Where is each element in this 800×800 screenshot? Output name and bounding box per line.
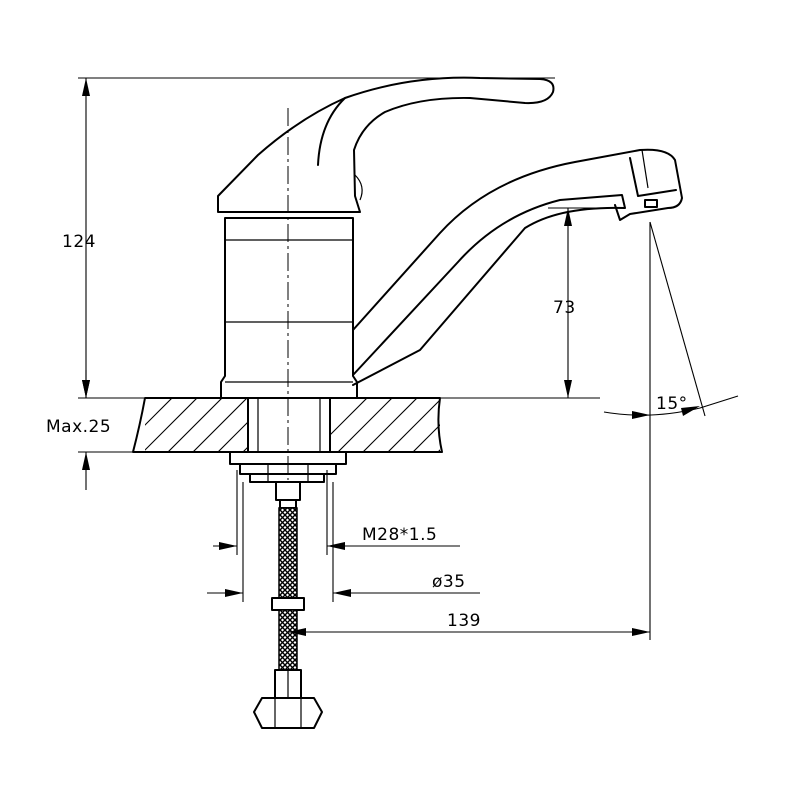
dimension-thread-label: M28*1.5 <box>362 525 437 545</box>
dimension-angle-label: 15° <box>656 394 688 414</box>
dimension-max-thickness: Max.25 <box>46 370 133 490</box>
threaded-shank <box>247 397 331 453</box>
countertop <box>132 397 443 453</box>
dimension-spout-height: 73 <box>440 207 620 399</box>
dimension-hole-diameter: ø35 <box>207 482 480 602</box>
dimension-angle: 15° <box>603 221 739 419</box>
dimension-diameter-label: ø35 <box>432 572 466 592</box>
dimension-reach: 139 <box>288 222 651 640</box>
lever-handle <box>217 76 555 213</box>
countertop-hatch-left <box>145 398 248 452</box>
spout <box>352 148 683 386</box>
dimension-max25-label: Max.25 <box>46 417 111 437</box>
dimension-73-label: 73 <box>553 298 576 318</box>
countertop-hatch-right <box>330 398 440 452</box>
dimension-139-label: 139 <box>447 611 481 631</box>
dimension-total-height: 124 <box>62 77 555 399</box>
supply-hose <box>253 481 323 729</box>
faucet-body <box>220 217 358 399</box>
dimension-thread: M28*1.5 <box>213 470 460 555</box>
dimension-124-label: 124 <box>62 232 96 252</box>
